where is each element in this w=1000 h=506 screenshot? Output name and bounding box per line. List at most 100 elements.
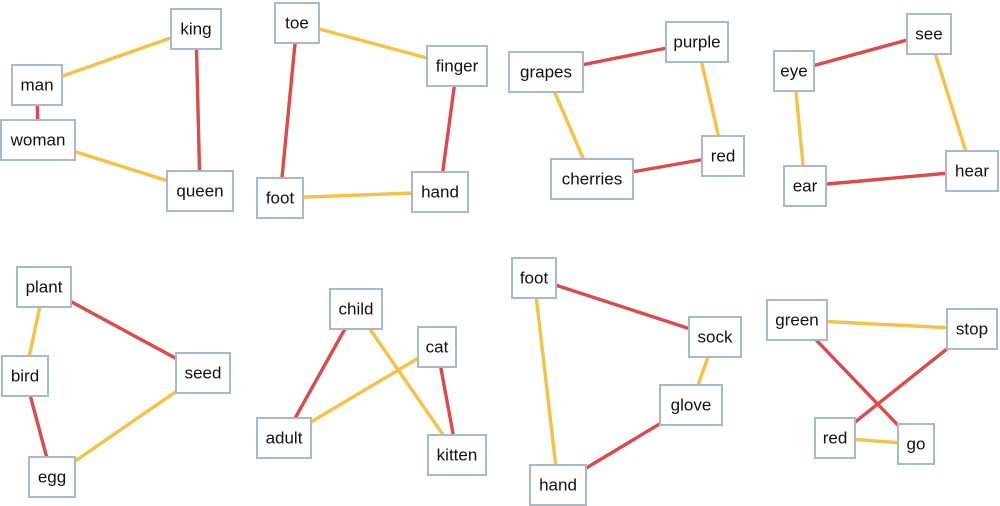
word-node-see: see bbox=[906, 13, 952, 55]
word-node-woman: woman bbox=[0, 119, 76, 161]
word-node-bird: bird bbox=[1, 355, 49, 397]
word-node-foot: foot bbox=[511, 257, 557, 299]
edge-foot-hand bbox=[532, 276, 560, 487]
word-box bbox=[701, 135, 745, 177]
word-node-red: red bbox=[701, 135, 745, 177]
word-box bbox=[329, 288, 383, 330]
word-label: king bbox=[180, 20, 211, 39]
word-label: plant bbox=[26, 278, 63, 297]
word-box bbox=[411, 171, 469, 213]
edge-man-king bbox=[35, 27, 198, 87]
word-node-stop: stop bbox=[946, 308, 998, 350]
word-box bbox=[16, 266, 72, 308]
word-node-egg: egg bbox=[28, 456, 76, 498]
word-node-finger: finger bbox=[426, 45, 488, 87]
word-node-hear: hear bbox=[945, 150, 999, 192]
word-label: child bbox=[339, 300, 374, 319]
word-box bbox=[166, 170, 234, 212]
word-box bbox=[688, 316, 742, 358]
word-label: green bbox=[775, 311, 818, 330]
word-label: bird bbox=[11, 367, 39, 386]
word-label: kitten bbox=[437, 446, 478, 465]
word-node-purple: purple bbox=[665, 21, 729, 63]
word-node-red: red bbox=[814, 417, 856, 459]
word-node-kitten: kitten bbox=[427, 434, 487, 476]
edges-layer bbox=[23, 21, 974, 487]
word-node-king: king bbox=[170, 8, 222, 50]
word-label: sock bbox=[698, 328, 733, 347]
word-node-cherries: cherries bbox=[550, 158, 634, 200]
word-box bbox=[897, 423, 935, 465]
word-label: glove bbox=[671, 396, 712, 415]
word-label: purple bbox=[673, 33, 720, 52]
word-label: foot bbox=[520, 269, 549, 288]
word-node-cat: cat bbox=[417, 326, 457, 368]
word-label: hand bbox=[539, 476, 577, 495]
word-label: grapes bbox=[520, 63, 572, 82]
word-label: toe bbox=[285, 14, 309, 33]
word-node-ear: ear bbox=[783, 165, 827, 207]
word-node-go: go bbox=[897, 423, 935, 465]
word-box bbox=[175, 352, 231, 394]
edge-foot-sock bbox=[532, 276, 717, 339]
word-box bbox=[417, 326, 457, 368]
word-node-man: man bbox=[11, 64, 63, 106]
word-box bbox=[906, 13, 952, 55]
word-label: cherries bbox=[562, 170, 622, 189]
word-label: stop bbox=[956, 320, 988, 339]
word-label: finger bbox=[436, 57, 479, 76]
word-node-child: child bbox=[329, 288, 383, 330]
word-box bbox=[529, 464, 587, 506]
word-label: red bbox=[711, 147, 736, 166]
word-box bbox=[766, 299, 828, 341]
word-box bbox=[773, 50, 815, 92]
word-box bbox=[256, 177, 304, 219]
word-node-hand: hand bbox=[529, 464, 587, 506]
word-label: ear bbox=[793, 177, 818, 196]
word-box bbox=[427, 434, 487, 476]
word-label: see bbox=[915, 25, 942, 44]
word-box bbox=[550, 158, 634, 200]
word-node-plant: plant bbox=[16, 266, 72, 308]
edge-child-kitten bbox=[354, 307, 459, 457]
word-box bbox=[274, 2, 320, 44]
word-label: queen bbox=[176, 182, 223, 201]
word-node-queen: queen bbox=[166, 170, 234, 212]
word-label: seed bbox=[185, 364, 222, 383]
edge-toe-foot bbox=[278, 21, 299, 200]
edge-king-queen bbox=[194, 27, 202, 193]
word-box bbox=[11, 64, 63, 106]
word-box bbox=[945, 150, 999, 192]
word-box bbox=[783, 165, 827, 207]
word-node-green: green bbox=[766, 299, 828, 341]
word-box bbox=[426, 45, 488, 87]
word-label: man bbox=[20, 76, 53, 95]
word-node-hand: hand bbox=[411, 171, 469, 213]
word-box bbox=[0, 119, 76, 161]
edge-child-adult bbox=[282, 307, 358, 440]
word-node-sock: sock bbox=[688, 316, 742, 358]
word-box bbox=[28, 456, 76, 498]
edge-ear-hear bbox=[803, 169, 974, 188]
word-box bbox=[946, 308, 998, 350]
word-box bbox=[508, 51, 584, 93]
word-label: egg bbox=[38, 468, 66, 487]
word-label: red bbox=[823, 429, 848, 448]
word-box bbox=[170, 8, 222, 50]
word-node-glove: glove bbox=[659, 384, 723, 426]
word-label: woman bbox=[10, 131, 66, 150]
word-label: hand bbox=[421, 183, 459, 202]
word-label: go bbox=[907, 435, 926, 454]
word-node-adult: adult bbox=[256, 417, 312, 459]
word-node-toe: toe bbox=[274, 2, 320, 44]
word-box bbox=[256, 417, 312, 459]
word-box bbox=[659, 384, 723, 426]
word-node-seed: seed bbox=[175, 352, 231, 394]
edge-see-hear bbox=[927, 32, 974, 173]
word-box bbox=[1, 355, 49, 397]
word-label: hear bbox=[955, 162, 989, 181]
word-node-foot: foot bbox=[256, 177, 304, 219]
word-box bbox=[665, 21, 729, 63]
